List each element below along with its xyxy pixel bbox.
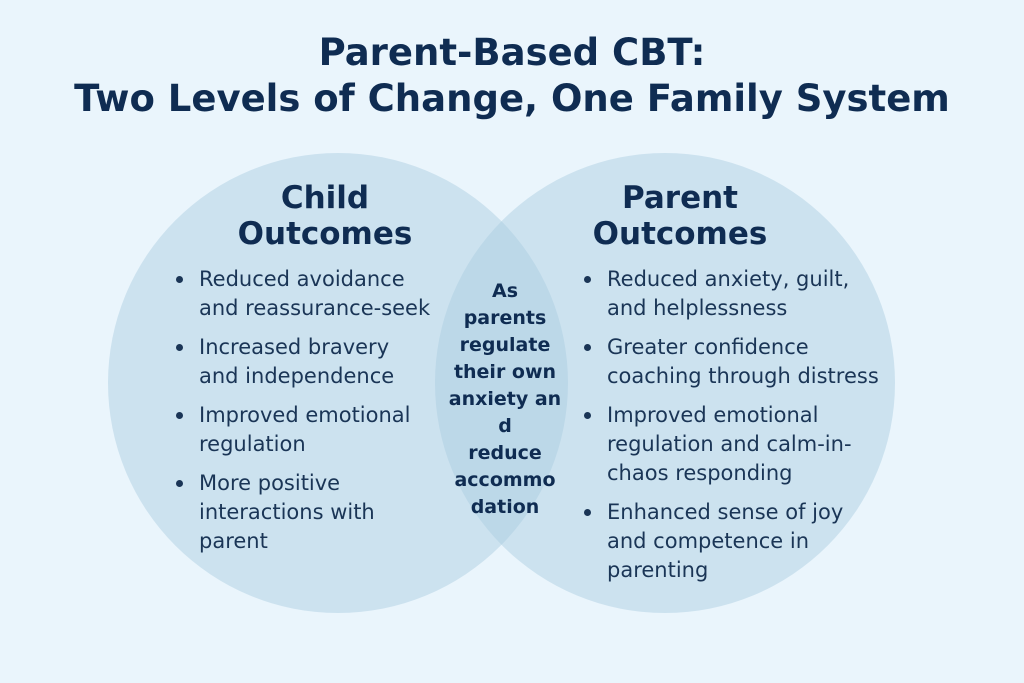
child-outcomes-list: Reduced avoidance and reassurance-seek I… xyxy=(172,265,442,566)
bullet-icon xyxy=(584,412,591,419)
parent-title-line-1: Parent xyxy=(621,180,738,216)
list-item: Improved emotional regulation and calm-i… xyxy=(580,401,880,488)
bullet-icon xyxy=(176,276,183,283)
diagram-title: Parent-Based CBT: Two Levels of Change, … xyxy=(0,30,1024,122)
parent-outcomes-circle xyxy=(435,153,895,613)
bullet-icon xyxy=(584,276,591,283)
list-item: Increased bravery and independence xyxy=(172,333,442,391)
list-item: Improved emotional regulation xyxy=(172,401,442,459)
bullet-icon xyxy=(176,412,183,419)
child-title-line-2: Outcomes xyxy=(237,216,413,252)
bullet-icon xyxy=(176,344,183,351)
list-item: Reduced anxiety, guilt, and helplessness xyxy=(580,265,880,323)
bullet-icon xyxy=(584,509,591,516)
overlap-text: As parents regulate their own anxiety an… xyxy=(448,280,562,518)
title-line-1: Parent-Based CBT: xyxy=(318,31,706,74)
child-title-line-1: Child xyxy=(280,180,370,216)
child-outcomes-title: Child Outcomes xyxy=(200,180,450,252)
list-item: Greater confidence coaching through dist… xyxy=(580,333,880,391)
list-item: Reduced avoidance and reassurance-seek xyxy=(172,265,442,323)
list-item: Enhanced sense of joy and competence in … xyxy=(580,498,880,585)
list-item: More positive interactions with parent xyxy=(172,469,442,556)
bullet-icon xyxy=(176,480,183,487)
bullet-icon xyxy=(584,344,591,351)
parent-title-line-2: Outcomes xyxy=(592,216,768,252)
parent-outcomes-list: Reduced anxiety, guilt, and helplessness… xyxy=(580,265,880,595)
child-outcomes-circle xyxy=(108,153,568,613)
title-line-2: Two Levels of Change, One Family System xyxy=(74,77,950,120)
parent-outcomes-title: Parent Outcomes xyxy=(555,180,805,252)
